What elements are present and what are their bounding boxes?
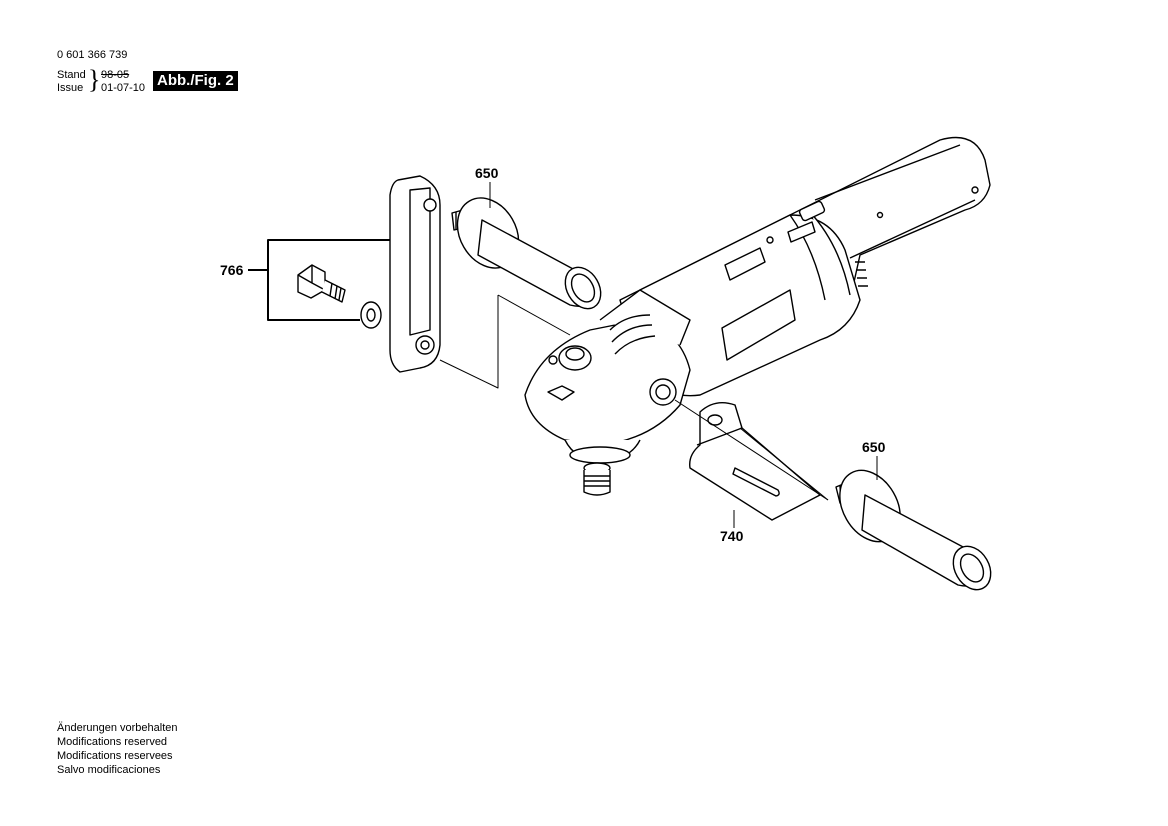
issue-label: Issue xyxy=(57,82,84,94)
bracket-arm xyxy=(389,175,441,373)
callout-740: 740 xyxy=(720,528,744,544)
brace-symbol: } xyxy=(88,65,101,94)
guard-plate xyxy=(689,402,821,521)
callout-766: 766 xyxy=(220,262,244,278)
bolt xyxy=(297,264,346,303)
note-german: Änderungen vorbehalten xyxy=(57,722,178,734)
callout-650-top: 650 xyxy=(475,165,499,181)
figure-label: Abb./Fig. 2 xyxy=(153,71,238,91)
washer xyxy=(360,301,382,329)
gear-head xyxy=(524,289,691,496)
note-spanish: Salvo modificaciones xyxy=(57,764,161,776)
group-bracket xyxy=(248,239,390,321)
note-french: Modifications reservees xyxy=(57,750,173,762)
date-old: 98-05 xyxy=(101,69,130,81)
aux-handle-right xyxy=(835,469,992,591)
callout-650-right: 650 xyxy=(862,439,886,455)
note-english: Modifications reserved xyxy=(57,736,168,748)
part-number: 0 601 366 739 xyxy=(57,49,128,61)
date-new: 01-07-10 xyxy=(101,82,146,94)
leader-lines xyxy=(439,182,878,528)
aux-handle-top xyxy=(451,197,602,310)
stand-label: Stand xyxy=(57,69,86,81)
